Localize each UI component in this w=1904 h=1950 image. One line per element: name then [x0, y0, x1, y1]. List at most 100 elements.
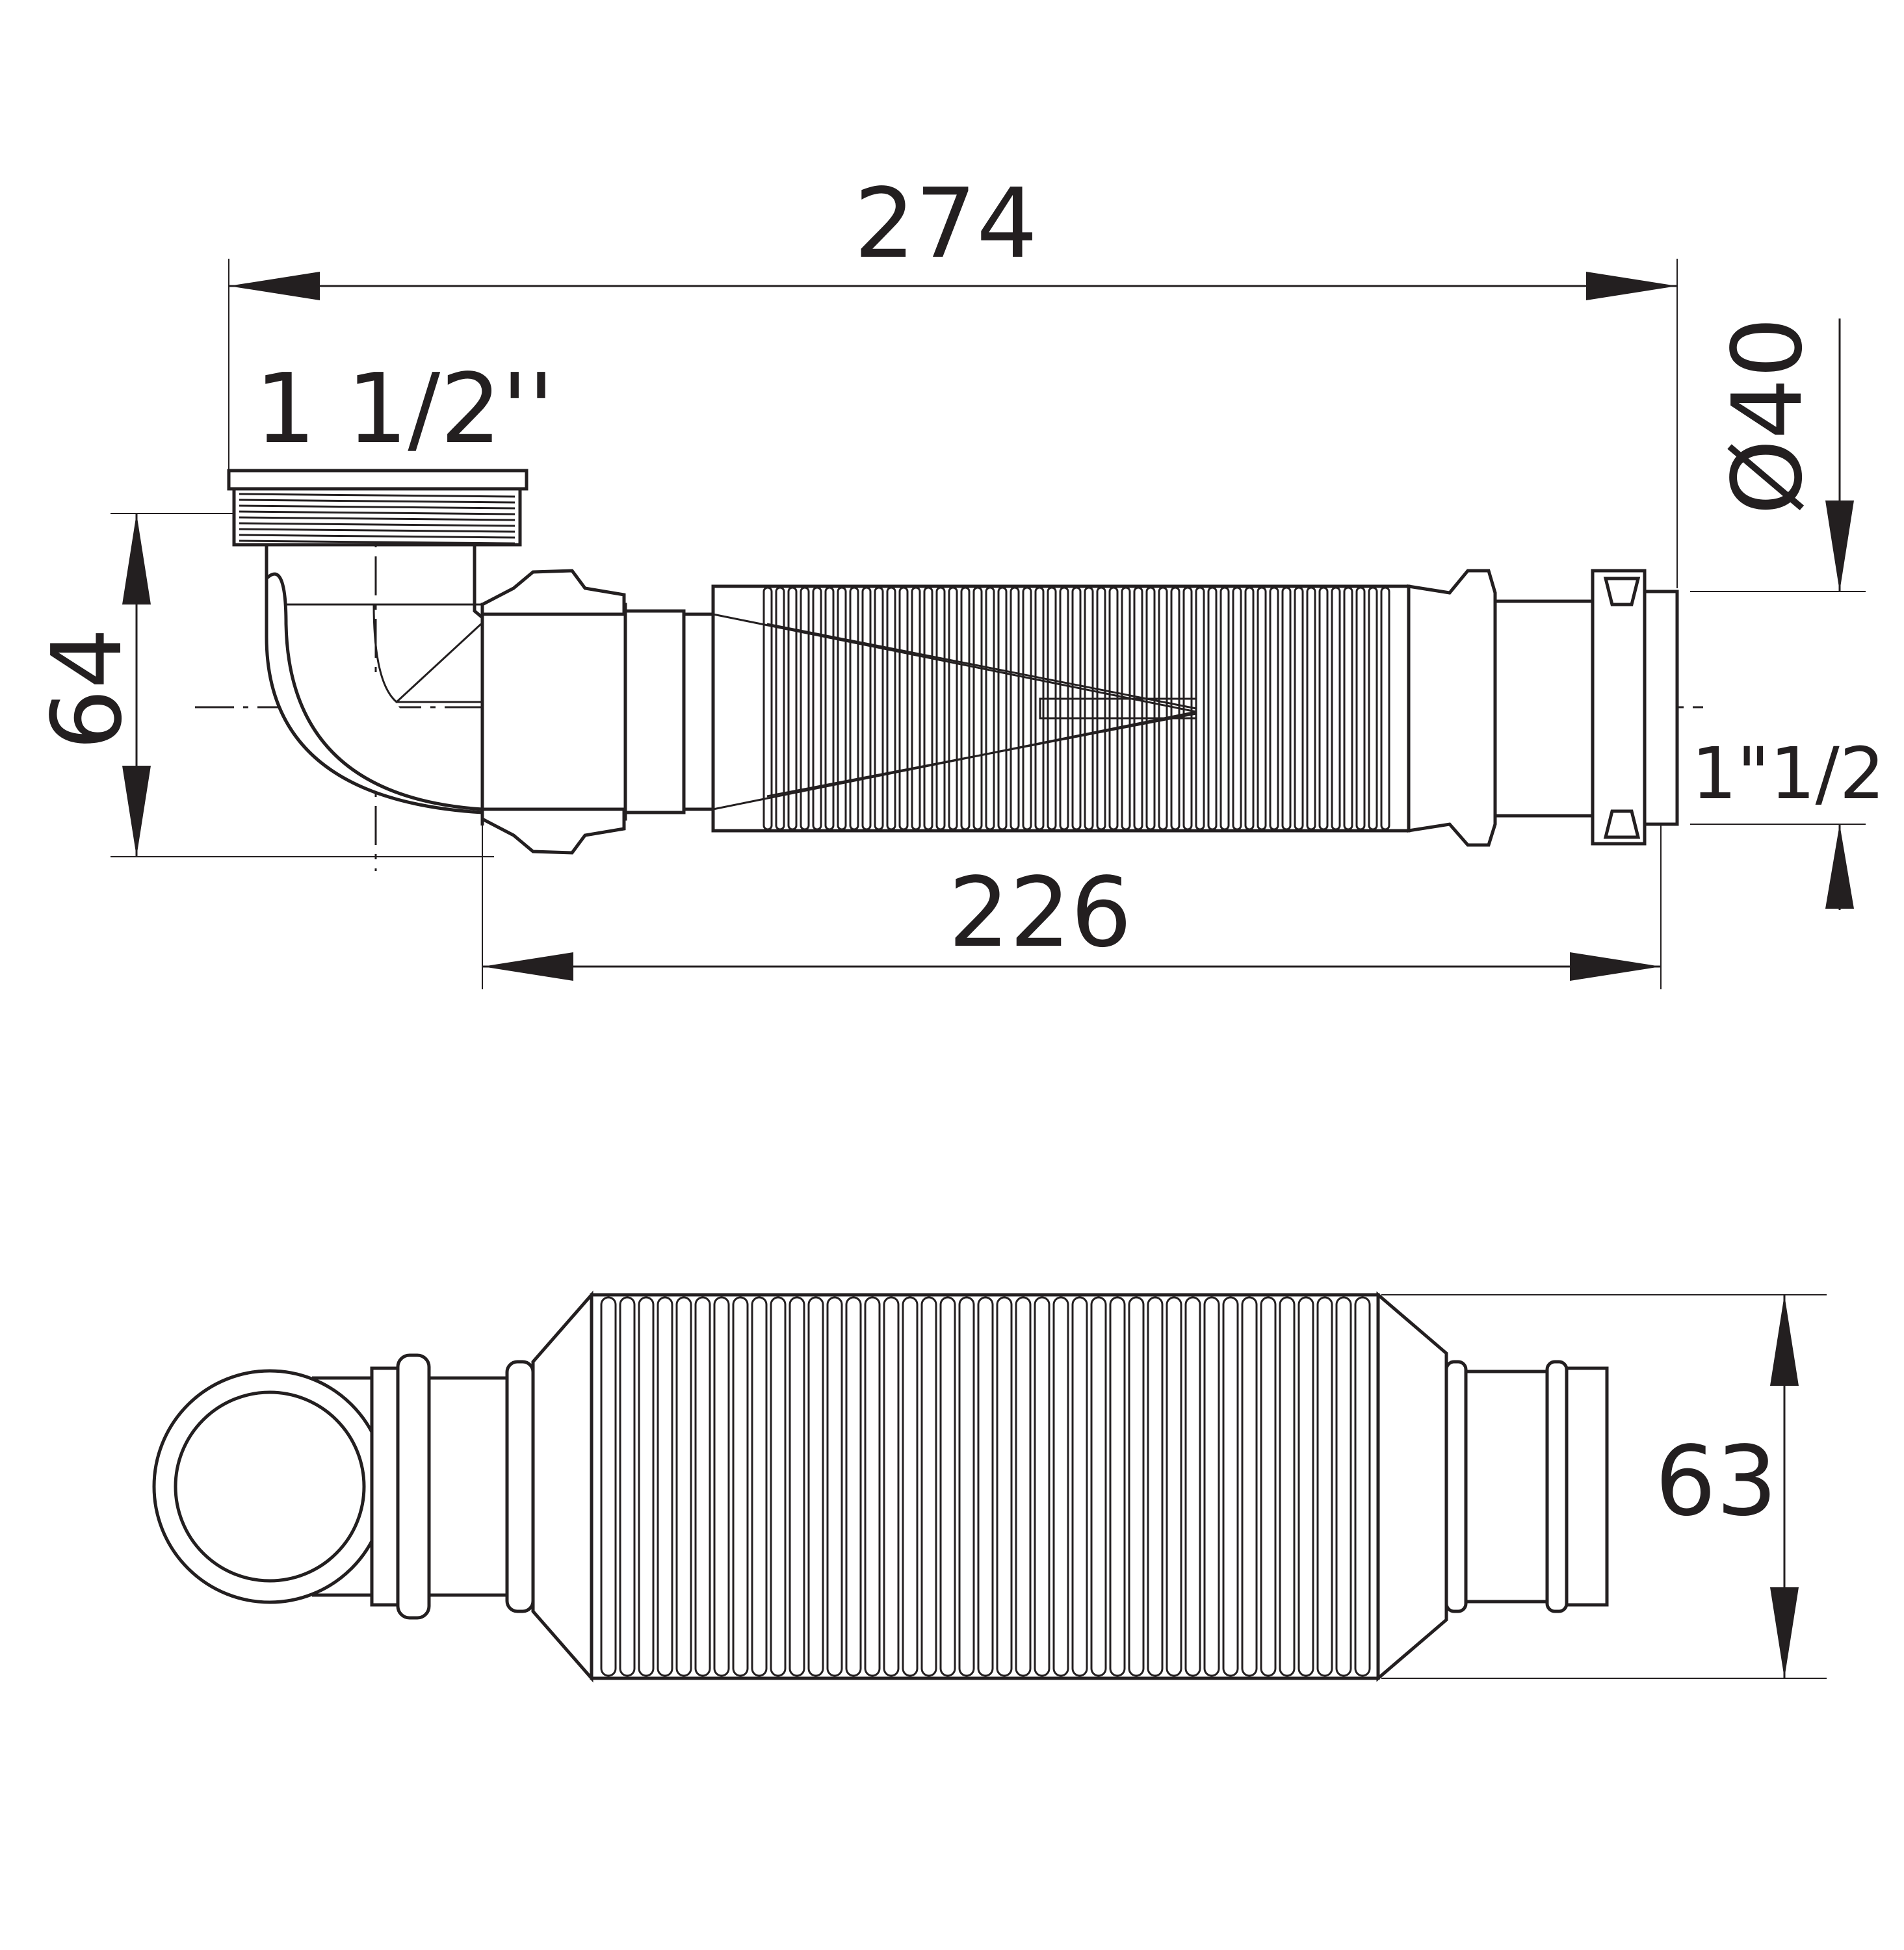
- inlet-nut-bottom: [480, 807, 626, 855]
- top-threaded-nut: [227, 469, 528, 547]
- elbow: [265, 545, 484, 826]
- hose-rib-top: [845, 1296, 862, 1677]
- elbow-height-dimension: 64: [31, 513, 494, 857]
- hose-rib: [824, 586, 835, 831]
- coupling-sleeve: [623, 609, 686, 814]
- cone-line-bottom: [766, 712, 1197, 798]
- hose-rib-top: [902, 1296, 919, 1677]
- cone-line-top: [766, 623, 1197, 710]
- overall-length-label: 274: [854, 168, 1038, 280]
- hose-rib-top: [1354, 1296, 1371, 1677]
- hose-rib: [874, 586, 884, 831]
- end-ring: [1545, 1360, 1569, 1613]
- coupling-ring: [682, 612, 715, 811]
- corrugated-hose-side: [711, 584, 1411, 833]
- hose-rib-top: [1316, 1296, 1333, 1677]
- outlet-nut: [1407, 569, 1497, 847]
- hose-rib-top: [619, 1296, 636, 1677]
- side-view: 274 1 1/2'' 64 Ø40 1"1/2: [31, 168, 1885, 989]
- hose-rib: [1133, 586, 1143, 831]
- hose-rib: [886, 586, 896, 831]
- hose-rib-top: [1203, 1296, 1220, 1677]
- hose-rib: [1010, 586, 1020, 831]
- hose-rib: [1281, 586, 1292, 831]
- hose-rib-top: [1015, 1296, 1032, 1677]
- inlet-nut-top: [480, 569, 626, 616]
- outlet-inner-circle: [174, 1390, 366, 1583]
- end-collar: [1444, 1360, 1468, 1613]
- hose-rib: [1244, 586, 1255, 831]
- hose-rib-top: [1128, 1296, 1145, 1677]
- hose-rib: [1047, 586, 1057, 831]
- outlet-thread-label: 1"1/2: [1691, 732, 1885, 815]
- hose-rib: [1158, 586, 1168, 831]
- hose-rib-top: [1166, 1296, 1182, 1677]
- hose-rib: [763, 586, 773, 831]
- hose-rib-top: [1241, 1296, 1258, 1677]
- hose-rib: [1219, 586, 1230, 831]
- hose-rib-top: [657, 1296, 673, 1677]
- arrowhead-left: [482, 952, 573, 981]
- hose-rib: [1343, 586, 1353, 831]
- hose-rib: [1355, 586, 1366, 831]
- top-view: 63: [152, 1290, 1827, 1683]
- hose-rib: [1034, 586, 1045, 831]
- elbow-height-label: 64: [31, 628, 143, 750]
- connector-tube: [427, 1376, 509, 1597]
- elbow-outer-wall: [265, 545, 483, 811]
- connector-collar-2: [396, 1353, 431, 1620]
- nut-top-ring: [227, 469, 528, 491]
- end-tube: [1464, 1370, 1549, 1604]
- outlet-spigot: [1643, 590, 1679, 826]
- hose-rib: [1121, 586, 1131, 831]
- hose-rib-top: [864, 1296, 881, 1677]
- hose-rib: [1318, 586, 1329, 831]
- round-outlet: [152, 1369, 387, 1604]
- hose-rib-top: [1071, 1296, 1088, 1677]
- connector-collar-1: [370, 1366, 400, 1607]
- hose-rib-top: [1090, 1296, 1107, 1677]
- thread-line: [239, 504, 515, 510]
- thread-lines: [239, 493, 515, 545]
- outlet-diameter-label: Ø40: [1712, 317, 1823, 515]
- thread-line: [239, 516, 515, 521]
- elbow-inner-sweep: [372, 604, 482, 704]
- arrowhead-top: [1770, 1295, 1799, 1386]
- thread-line: [239, 510, 515, 515]
- hose-rib-top: [1109, 1296, 1126, 1677]
- hose-rib: [775, 586, 785, 831]
- arrowhead-top: [122, 514, 151, 604]
- hose-rib: [1331, 586, 1341, 831]
- hose-rib-top: [789, 1296, 805, 1677]
- hose-rib-top: [1260, 1296, 1277, 1677]
- hose-rib-top: [939, 1296, 956, 1677]
- hose-rib-top: [1222, 1296, 1239, 1677]
- hose-rib-top: [694, 1296, 711, 1677]
- outlet-ring: [1591, 569, 1647, 846]
- hose-rib-top: [996, 1296, 1013, 1677]
- hose-rib: [837, 586, 847, 831]
- outlet-tube: [1493, 599, 1595, 818]
- hose-rib-top: [977, 1296, 994, 1677]
- thread-line: [239, 493, 515, 498]
- inlet-tube: [480, 569, 715, 855]
- arrowhead-top: [1825, 500, 1854, 592]
- hose-rib: [911, 586, 921, 831]
- hose-rib-top: [920, 1296, 937, 1677]
- connector-collar-3: [505, 1360, 535, 1613]
- hose-rib: [1269, 586, 1279, 831]
- hose-rib-top: [1184, 1296, 1201, 1677]
- elbow-inner-right-wall: [473, 545, 484, 619]
- hose-rib: [1108, 586, 1119, 831]
- hose-rib-top: [770, 1296, 787, 1677]
- hose-rib-top: [600, 1296, 617, 1677]
- body-length-label: 226: [948, 857, 1132, 968]
- arrowhead-bottom: [122, 766, 151, 857]
- hose-rib-top: [1034, 1296, 1050, 1677]
- thread-line: [239, 534, 515, 539]
- hose-rib: [985, 586, 995, 831]
- hose-rib: [898, 586, 909, 831]
- end-spigot: [1565, 1366, 1609, 1607]
- overall-length-dimension: 274: [228, 168, 1678, 588]
